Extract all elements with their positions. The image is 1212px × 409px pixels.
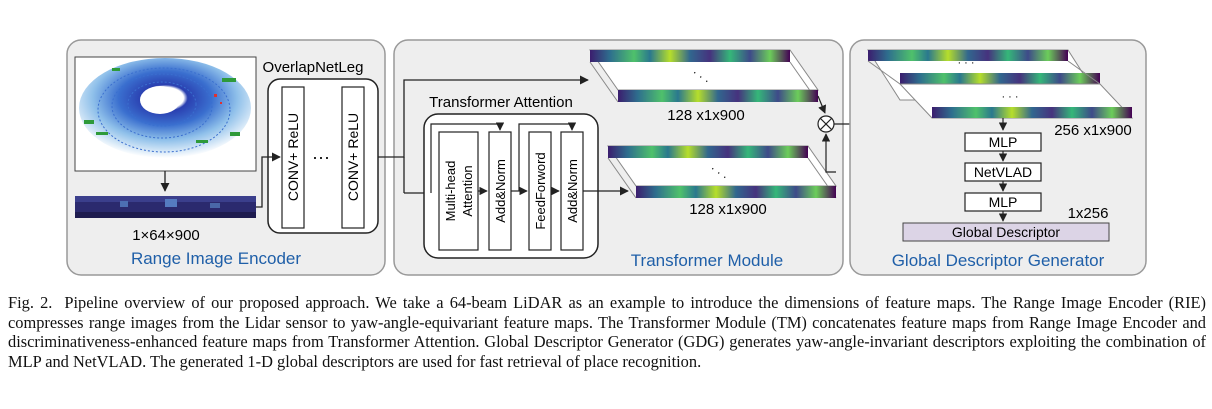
gdg-features-dims: 256 x1x900 bbox=[1054, 122, 1132, 139]
mlp-1-label: MLP bbox=[989, 134, 1018, 150]
conv-ellipsis: ··· bbox=[312, 147, 330, 167]
transformer-attention-label: Transformer Attention bbox=[429, 94, 573, 111]
overlapnetleg-label: OverlapNetLeg bbox=[263, 59, 364, 76]
range-image bbox=[75, 196, 256, 218]
tm-title: Transformer Module bbox=[631, 251, 783, 270]
multihead-line1: Multi-head bbox=[443, 161, 458, 222]
gdg-feature-stack: · · · · · · bbox=[867, 49, 1134, 119]
conv-block-2-label: CONV+ ReLU bbox=[345, 113, 361, 201]
global-descriptor-label: Global Descriptor bbox=[952, 224, 1060, 240]
netvlad-label: NetVLAD bbox=[974, 164, 1032, 180]
svg-text:· · ·: · · · bbox=[1001, 91, 1018, 103]
figure-label: Fig. 2. bbox=[8, 293, 53, 312]
global-descriptor-block bbox=[902, 222, 1110, 242]
lidar-image bbox=[74, 56, 257, 172]
feedforward-label: FeedForword bbox=[533, 152, 548, 229]
range-image-dims: 1×64×900 bbox=[132, 227, 200, 244]
rie-title: Range Image Encoder bbox=[131, 249, 301, 268]
conv-block-1 bbox=[281, 86, 305, 229]
feature-bottom-dims: 128 x1x900 bbox=[689, 201, 767, 218]
multihead-attention-block bbox=[438, 131, 479, 251]
addnorm-2-label: Add&Norm bbox=[565, 159, 580, 223]
feature-top-dims: 128 x1x900 bbox=[667, 107, 745, 124]
feature-map-bottom: · · · bbox=[607, 145, 837, 199]
addnorm-1-label: Add&Norm bbox=[493, 159, 508, 223]
gdg-title: Global Descriptor Generator bbox=[892, 251, 1105, 270]
figure-caption: Fig. 2.Pipeline overview of our proposed… bbox=[8, 293, 1206, 371]
caption-text: Pipeline overview of our proposed approa… bbox=[8, 293, 1206, 371]
conv-block-1-label: CONV+ ReLU bbox=[285, 113, 301, 201]
mlp-2-label: MLP bbox=[989, 194, 1018, 210]
conv-block-2 bbox=[341, 86, 365, 229]
multihead-line2: Attention bbox=[460, 165, 475, 216]
feature-map-top: · · · bbox=[589, 49, 819, 103]
pipeline-diagram: 1×64×900 OverlapNetLeg CONV+ ReLU ··· CO… bbox=[66, 39, 1147, 276]
svg-text:· · ·: · · · bbox=[957, 57, 974, 69]
descriptor-dims: 1x256 bbox=[1068, 205, 1109, 222]
